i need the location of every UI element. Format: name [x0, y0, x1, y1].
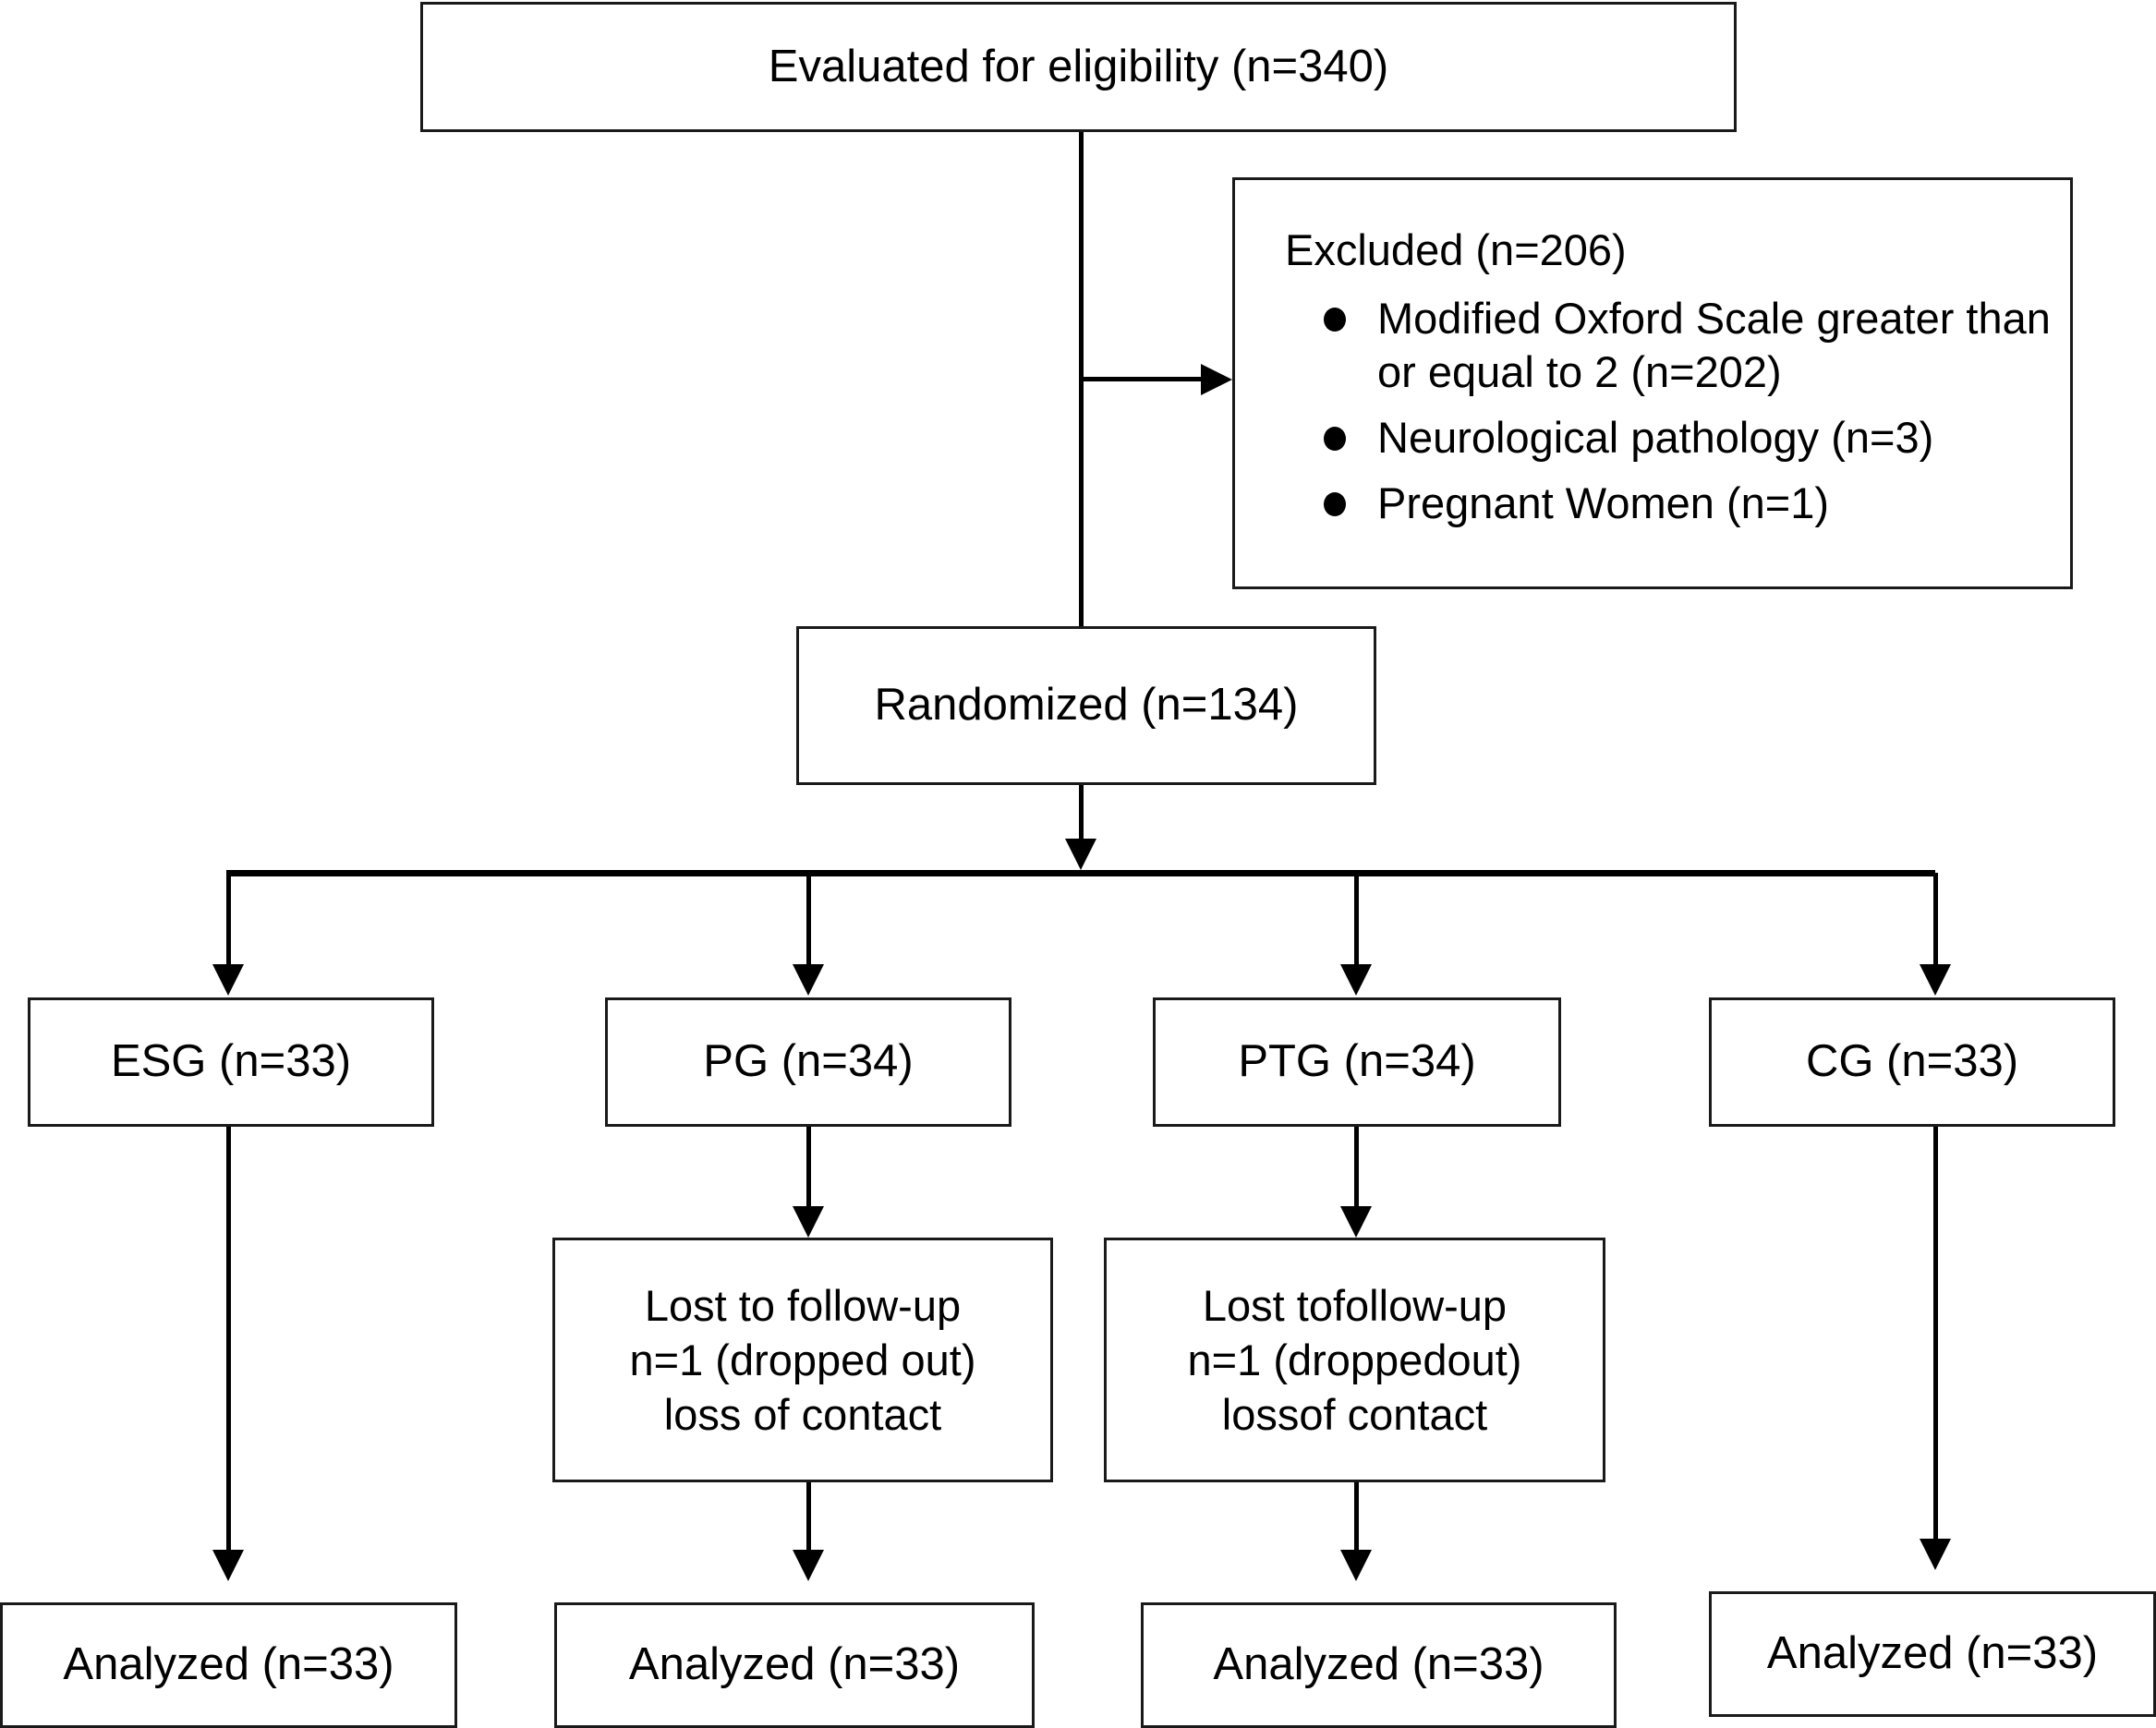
group-ptg-label: PTG (n=34) [1238, 1036, 1476, 1087]
analyzed-esg-label: Analyzed (n=33) [63, 1639, 394, 1690]
node-group-pg: PG (n=34) [605, 997, 1011, 1127]
excluded-heading: Excluded (n=206) [1285, 225, 1627, 274]
analyzed-pg-label: Analyzed (n=33) [628, 1639, 961, 1690]
arrow-head-to-pg [793, 964, 824, 996]
node-analyzed-cg: Analyzed (n=33) [1709, 1591, 2156, 1717]
arrow-head-to-cg [1920, 964, 1951, 996]
bullet-icon [1324, 492, 1346, 517]
excluded-reason-item: Neurological pathology (n=3) [1318, 411, 2070, 464]
node-excluded: Excluded (n=206) Modified Oxford Scale g… [1232, 177, 2073, 589]
connector-randomized-to-split [1079, 785, 1084, 842]
split-bar-four-groups [226, 870, 1935, 876]
analyzed-cg-label: Analyzed (n=33) [1766, 1628, 2099, 1679]
arrow-head-lost-ptg-to-analyzed [1340, 1550, 1372, 1581]
arrow-head-ptg-to-lost [1340, 1206, 1372, 1238]
arrow-head-pg-to-lost [793, 1206, 824, 1238]
arrow-head-to-esg [212, 964, 244, 996]
node-analyzed-pg: Analyzed (n=33) [554, 1602, 1035, 1728]
connector-esg-to-analyzed [226, 1127, 231, 1552]
node-analyzed-ptg: Analyzed (n=33) [1141, 1602, 1617, 1728]
arrow-head-esg-to-analyzed [212, 1550, 244, 1581]
connector-split-to-pg [806, 873, 811, 966]
arrow-head-to-excluded [1201, 364, 1232, 395]
arrow-head-lost-pg-to-analyzed [793, 1550, 824, 1581]
connector-split-to-esg [226, 873, 231, 966]
randomized-label: Randomized (n=134) [874, 680, 1299, 731]
node-randomized: Randomized (n=134) [796, 626, 1376, 785]
arrow-head-cg-to-analyzed [1920, 1539, 1951, 1570]
connector-cg-to-analyzed [1933, 1127, 1938, 1541]
node-lost-to-followup-pg: Lost to follow-up n=1 (dropped out) loss… [552, 1238, 1053, 1482]
node-group-esg: ESG (n=33) [28, 997, 434, 1127]
excluded-reason-label: Pregnant Women (n=1) [1377, 478, 1829, 528]
analyzed-ptg-label: Analyzed (n=33) [1213, 1639, 1544, 1690]
excluded-reason-item: Modified Oxford Scale greater than or eq… [1318, 292, 2070, 398]
connector-eligibility-to-excluded [1079, 377, 1208, 381]
bullet-icon [1324, 426, 1346, 451]
connector-lost-ptg-to-analyzed [1354, 1482, 1359, 1552]
evaluated-for-eligibility-label: Evaluated for eligibility (n=340) [768, 41, 1389, 91]
connector-split-to-ptg [1354, 873, 1359, 966]
node-analyzed-esg: Analyzed (n=33) [0, 1602, 457, 1728]
node-group-cg: CG (n=33) [1709, 997, 2115, 1127]
group-esg-label: ESG (n=33) [110, 1036, 352, 1087]
excluded-reason-list: Modified Oxford Scale greater than or eq… [1285, 292, 2070, 529]
excluded-reason-label: Neurological pathology (n=3) [1377, 412, 1934, 462]
group-pg-label: PG (n=34) [703, 1036, 914, 1087]
excluded-reason-label: Modified Oxford Scale greater than or eq… [1377, 294, 2051, 396]
connector-pg-to-lost [806, 1127, 811, 1208]
group-cg-label: CG (n=33) [1805, 1036, 2019, 1087]
node-lost-to-followup-ptg: Lost tofollow-up n=1 (droppedout) lossof… [1104, 1238, 1605, 1482]
bullet-icon [1324, 308, 1346, 332]
connector-ptg-to-lost [1354, 1127, 1359, 1208]
node-evaluated-for-eligibility: Evaluated for eligibility (n=340) [420, 2, 1737, 132]
lost-to-followup-pg-label: Lost to follow-up n=1 (dropped out) loss… [629, 1280, 976, 1440]
excluded-reason-item: Pregnant Women (n=1) [1318, 477, 2070, 529]
arrow-head-to-split [1065, 839, 1096, 870]
connector-split-to-cg [1933, 873, 1938, 966]
arrow-head-to-ptg [1340, 964, 1372, 996]
connector-lost-pg-to-analyzed [806, 1482, 811, 1552]
lost-to-followup-ptg-label: Lost tofollow-up n=1 (droppedout) lossof… [1187, 1280, 1522, 1440]
node-group-ptg: PTG (n=34) [1153, 997, 1561, 1127]
